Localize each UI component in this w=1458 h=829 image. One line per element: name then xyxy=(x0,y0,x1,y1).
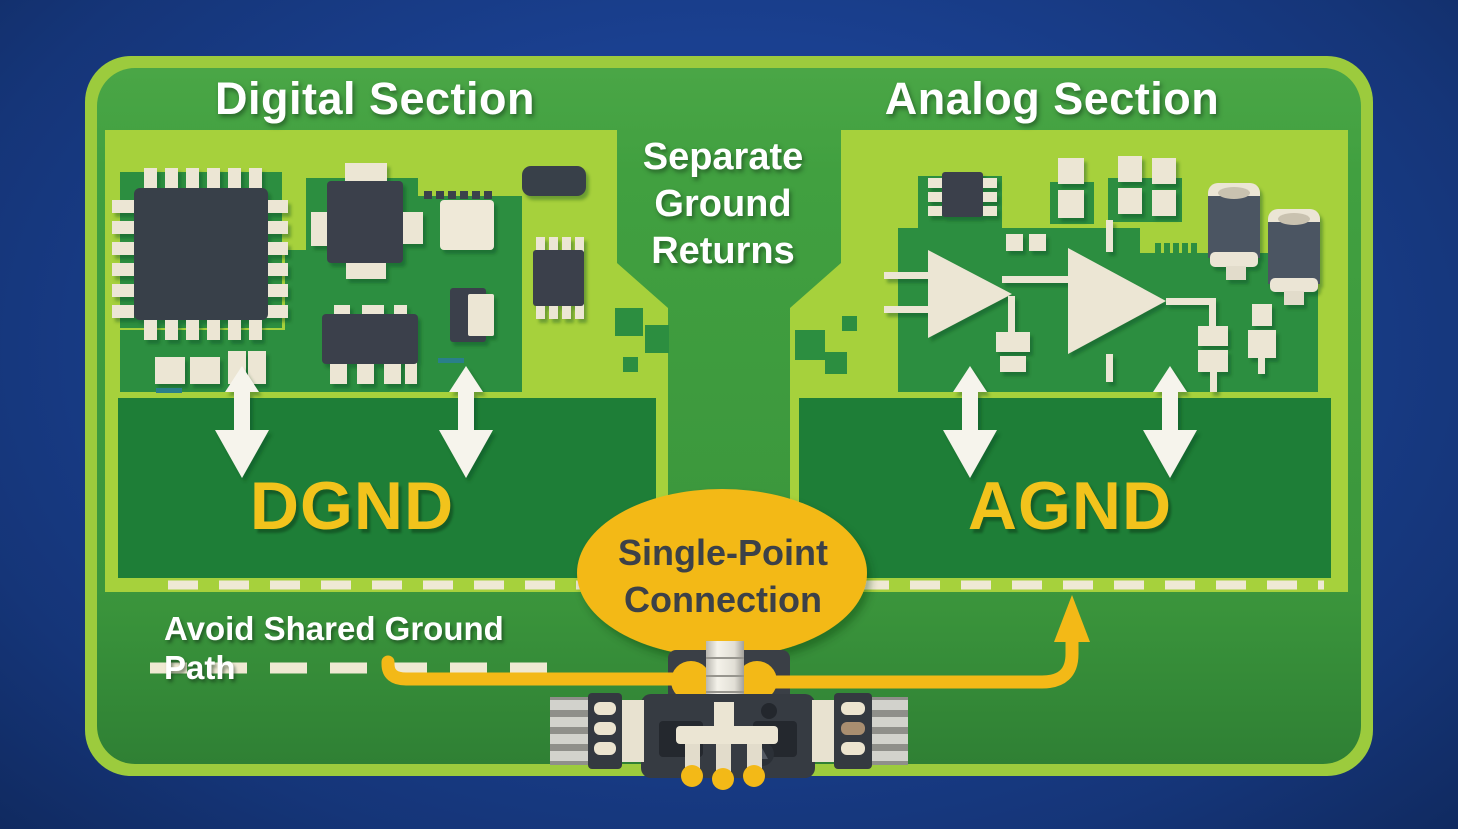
qfn-body xyxy=(327,181,403,263)
opamp-triangle xyxy=(928,250,1012,338)
connector-assembly xyxy=(381,595,1090,790)
digital-section-title: Digital Section xyxy=(214,73,536,124)
note-line: Ground xyxy=(654,183,792,225)
agnd-label: AGND xyxy=(967,468,1173,544)
note-line: Separate xyxy=(642,136,804,178)
avoid-shared-ground-label: Avoid Shared Ground Path xyxy=(164,610,504,686)
agnd-plane xyxy=(799,398,1331,578)
bracket-stem xyxy=(714,702,734,730)
note-line: Returns xyxy=(651,230,795,272)
trace-arrowhead xyxy=(1054,595,1090,642)
qfn-chip xyxy=(311,163,423,279)
qfp-pins xyxy=(112,168,288,340)
dgnd-plane xyxy=(118,398,656,578)
single-point-callout-text: Single-Point Connection xyxy=(577,529,869,623)
dgnd-label: DGND xyxy=(249,468,455,544)
qfp-chip xyxy=(112,168,288,340)
smd-capacitors xyxy=(155,351,266,384)
solder-ball xyxy=(681,765,703,787)
opamp-triangle xyxy=(1068,248,1166,354)
ground-trace-left xyxy=(381,655,697,686)
electrolytic-capacitor xyxy=(1268,209,1320,305)
separate-ground-returns-note: Separate Ground Returns xyxy=(613,134,833,275)
callout-line: Single-Point xyxy=(618,532,828,573)
soic8-pins xyxy=(536,237,584,319)
solder-ball xyxy=(743,765,765,787)
bracket-bar xyxy=(676,726,778,744)
sot-regulator xyxy=(322,305,418,384)
qfp-body xyxy=(134,188,268,320)
bracket-leg xyxy=(716,744,731,776)
ceramic-capacitor xyxy=(440,200,494,250)
sot-body xyxy=(322,314,418,364)
analog-section-title: Analog Section xyxy=(884,73,1220,124)
crystal-oscillator xyxy=(522,166,586,196)
electrolytic-capacitor xyxy=(1208,183,1260,280)
solder-pad-row xyxy=(424,191,492,199)
single-point-callout-bubble xyxy=(577,489,867,657)
via-pad xyxy=(671,661,711,701)
connector-screw xyxy=(761,703,777,719)
soic6-pins xyxy=(928,178,997,216)
via-pad xyxy=(737,661,777,701)
qfn-pads xyxy=(311,163,423,279)
solder-ball xyxy=(712,768,734,790)
callout-line: Connection xyxy=(624,579,822,620)
opamp-circuit xyxy=(884,220,1276,392)
soic6-body xyxy=(942,172,983,217)
diode-component xyxy=(450,288,494,342)
soic8-body xyxy=(533,250,584,306)
soic6-chip xyxy=(928,172,997,217)
soic8-chip xyxy=(533,237,584,319)
smd-resistors xyxy=(1058,156,1176,218)
trace-mark xyxy=(438,358,464,363)
ground-trace-right xyxy=(751,631,1079,689)
side-connector-left xyxy=(550,693,644,769)
side-connector-right xyxy=(812,693,908,769)
sot-pins xyxy=(330,305,417,384)
trace-mark xyxy=(156,388,182,393)
